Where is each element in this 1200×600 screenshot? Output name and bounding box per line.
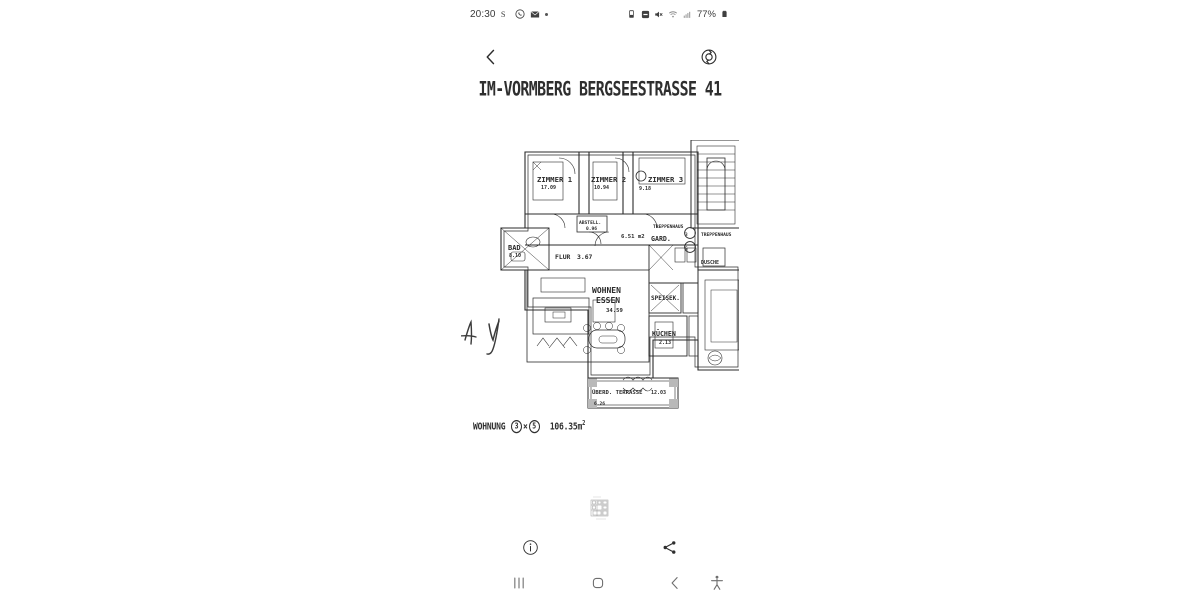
room-area-flur: 3.67 xyxy=(577,253,593,261)
room-label-bad: BAD xyxy=(508,244,521,252)
room-label-zimmer1: ZIMMER 1 xyxy=(537,175,573,184)
thumbnail-strip[interactable] xyxy=(461,487,739,530)
dot-indicator xyxy=(544,12,548,16)
room-label-dusche: DUSCHE xyxy=(701,260,719,266)
battery-percent: 77% xyxy=(696,8,716,20)
action-bar xyxy=(461,530,739,564)
caption-area-unit: m xyxy=(577,421,583,432)
mute-icon xyxy=(654,9,665,20)
floorplan-drawing[interactable]: ZIMMER 1 17.09 ZIMMER 2 10.94 ZIMMER 3 9… xyxy=(493,140,739,430)
room-area-kuechen: 2.13 xyxy=(659,340,671,346)
caption-area-exp: 2 xyxy=(582,420,586,428)
whatsapp-icon xyxy=(515,9,526,20)
skype-icon: S xyxy=(500,9,511,20)
share-button[interactable] xyxy=(600,539,739,556)
room-area-zimmer3: 9.18 xyxy=(639,186,651,192)
room-area-hall: 6.51 m2 xyxy=(621,234,645,240)
caption-unit: 5 xyxy=(528,420,540,434)
room-label-terrasse: ÜBERD. TERRASSE xyxy=(592,389,643,396)
room-label-speisek: SPEISEK. xyxy=(651,295,680,302)
room-area-zimmer1: 17.09 xyxy=(541,185,556,191)
back-icon xyxy=(671,577,678,589)
plan-caption: WOHNUNG 3×5 106.35m2 xyxy=(473,420,673,434)
room-label-treppenhaus: TREPPENHAUS xyxy=(653,224,684,230)
room-label-flur: FLUR xyxy=(555,253,571,261)
battery-icon xyxy=(719,9,730,20)
recents-button[interactable] xyxy=(508,572,530,594)
room-label-wohnen: WOHNEN xyxy=(592,286,621,295)
status-bar: 20:30 S xyxy=(461,0,739,28)
status-bar-right: 77% xyxy=(626,9,730,20)
status-bar-left: 20:30 S xyxy=(470,9,548,20)
floorplan-document[interactable]: IM-VORMBERG BERGSEESTRASSE 41 xyxy=(461,72,739,472)
home-button[interactable] xyxy=(587,572,609,594)
room-label-group: ZIMMER 1 17.09 ZIMMER 2 10.94 ZIMMER 3 9… xyxy=(508,175,732,407)
room-label-zimmer3: ZIMMER 3 xyxy=(648,175,683,184)
accessibility-icon xyxy=(711,575,723,590)
document-title: IM-VORMBERG BERGSEESTRASSE 41 xyxy=(478,78,722,101)
rotate-icon[interactable] xyxy=(697,45,721,69)
stair-marker-bottom: 5 xyxy=(685,246,688,252)
back-chevron-icon[interactable] xyxy=(479,45,503,69)
android-nav-bar xyxy=(461,566,739,600)
app-bar xyxy=(461,36,739,78)
room-label-kuechen: KÜCHEN xyxy=(652,329,676,338)
room-area-bad: 8.10 xyxy=(509,253,521,259)
stair-marker-top: 3 xyxy=(685,232,688,238)
info-button[interactable] xyxy=(461,539,600,556)
status-clock: 20:30 xyxy=(470,8,496,20)
room-label-gard: GARD. xyxy=(651,235,671,243)
room-area-abstell: 0.96 xyxy=(586,226,597,232)
caption-prefix: WOHNUNG xyxy=(473,421,506,432)
caption-sep: × xyxy=(522,421,528,432)
handwriting-mark xyxy=(461,318,500,355)
accessibility-button[interactable] xyxy=(706,572,728,594)
caption-area: 106.35 xyxy=(549,421,578,432)
room-area-zimmer2: 10.94 xyxy=(594,185,609,191)
room-label-garderobe: TREPPENHAUS xyxy=(701,232,732,238)
alarm-icon xyxy=(626,9,637,20)
mail-icon xyxy=(530,9,541,20)
info-icon xyxy=(523,539,538,555)
room-area-essen: 34.59 xyxy=(606,308,623,314)
dnd-icon xyxy=(640,9,651,20)
share-icon xyxy=(663,540,676,554)
phone-viewport: 20:30 S xyxy=(461,0,739,600)
caption-floor: 3 xyxy=(510,420,522,434)
signal-icon xyxy=(682,9,693,20)
recents-icon xyxy=(514,577,524,589)
room-label-zimmer2: ZIMMER 2 xyxy=(591,175,626,184)
room-label-essen: ESSEN xyxy=(596,296,620,305)
room-area-terrasse: 12.03 xyxy=(651,390,666,396)
svg-text:S: S xyxy=(501,10,506,19)
back-button[interactable] xyxy=(664,572,686,594)
room-area-terrasse2: 6.26 xyxy=(594,401,605,407)
floorplan-thumbnail[interactable] xyxy=(587,492,613,525)
wifi-icon xyxy=(668,9,679,20)
home-icon xyxy=(592,577,604,589)
room-label-abstell: ABSTELL. xyxy=(579,220,601,226)
